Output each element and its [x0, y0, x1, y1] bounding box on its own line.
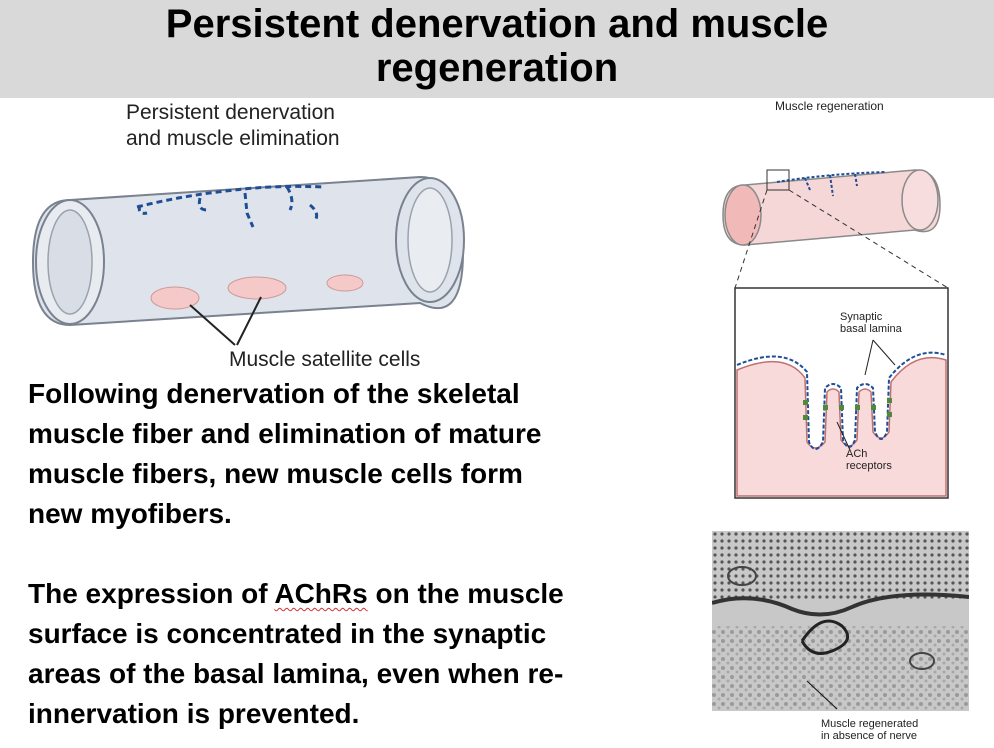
- paragraph-2-line: The expression of AChRs on the muscle: [28, 574, 688, 614]
- slide-title-line1: Persistent denervation and muscle: [165, 2, 829, 46]
- ach-receptors-label: ACh receptors: [846, 448, 892, 472]
- micrograph-pointer: [806, 680, 838, 710]
- zoom-line-left: [734, 189, 768, 289]
- paragraph-2-line: areas of the basal lamina, even when re-: [28, 658, 564, 689]
- ach-label-line2: receptors: [846, 460, 892, 472]
- paragraph-1-line: Following denervation of the skeletal: [28, 378, 520, 409]
- synaptic-basal-lamina-label: Synaptic basal lamina: [840, 311, 902, 335]
- fiber-right-end-inner: [407, 187, 453, 293]
- paragraph-2-text: on the muscle: [367, 578, 564, 609]
- micrograph-vesicle: [909, 652, 935, 670]
- slide-title: Persistent denervation and muscle regene…: [0, 2, 994, 90]
- paragraph-2-text: The expression of: [28, 578, 275, 609]
- micrograph-caption-line2: in absence of nerve: [821, 730, 918, 742]
- pointer-line: [236, 296, 262, 346]
- regen-fiber-right-end: [901, 169, 939, 231]
- zoom-box: [766, 169, 790, 191]
- synaptic-label-line1: Synaptic: [840, 311, 883, 323]
- right-figure-label: Muscle regeneration: [775, 99, 884, 113]
- paragraph-2-line: innervation is prevented.: [28, 698, 360, 729]
- synaptic-label-line2: basal lamina: [840, 323, 902, 335]
- fiber-left-end-inner: [47, 209, 93, 315]
- synaptic-remnants: [136, 184, 326, 228]
- satellite-cells-label: Muscle satellite cells: [229, 348, 421, 371]
- left-figure-label-line2: and muscle elimination: [126, 127, 340, 150]
- achrs-term: AChRs: [274, 578, 368, 609]
- ach-receptors: [803, 398, 892, 420]
- slide-title-line2: regeneration: [375, 46, 619, 90]
- satellite-cell: [326, 274, 364, 292]
- ach-label-line1: ACh: [846, 448, 868, 460]
- micrograph-bottom-region: [712, 626, 969, 711]
- regen-fiber-body: [722, 169, 941, 246]
- micrograph-fold: [800, 619, 850, 655]
- micrograph-vesicle: [727, 566, 757, 586]
- left-figure-label: Persistent denervation and muscle elimin…: [126, 100, 340, 152]
- paragraph-2-line: surface is concentrated in the synaptic: [28, 618, 547, 649]
- synaptic-pointer: [864, 339, 874, 376]
- paragraph-1-line: muscle fiber and elimination of mature: [28, 418, 542, 449]
- regen-synaptic-sites: [776, 171, 886, 197]
- micrograph-top-region: [712, 531, 969, 601]
- paragraph-1: Following denervation of the skeletal mu…: [28, 374, 688, 534]
- pointer-line: [189, 304, 236, 346]
- micrograph-membrane: [712, 592, 969, 617]
- muscle-regeneration-diagram: [722, 169, 949, 499]
- left-figure-label-line1: Persistent denervation: [126, 101, 335, 124]
- ach-pointer: [836, 421, 851, 451]
- zoom-line-right: [788, 189, 949, 289]
- micrograph-caption: Muscle regenerated in absence of nerve: [821, 718, 918, 742]
- satellite-cell: [227, 276, 287, 300]
- zoom-basal-lamina: [736, 351, 947, 450]
- paragraph-1-line: new myofibers.: [28, 498, 232, 529]
- synaptic-pointer: [872, 339, 896, 366]
- regen-fiber-left-end: [724, 184, 762, 246]
- title-bar: [0, 0, 994, 98]
- satellite-cell: [150, 286, 200, 310]
- electron-micrograph: [712, 531, 969, 711]
- paragraph-1-line: muscle fibers, new muscle cells form: [28, 458, 523, 489]
- paragraph-2: The expression of AChRs on the muscle su…: [28, 574, 688, 734]
- micrograph-caption-line1: Muscle regenerated: [821, 718, 919, 730]
- denervated-muscle-fiber-diagram: [31, 175, 465, 346]
